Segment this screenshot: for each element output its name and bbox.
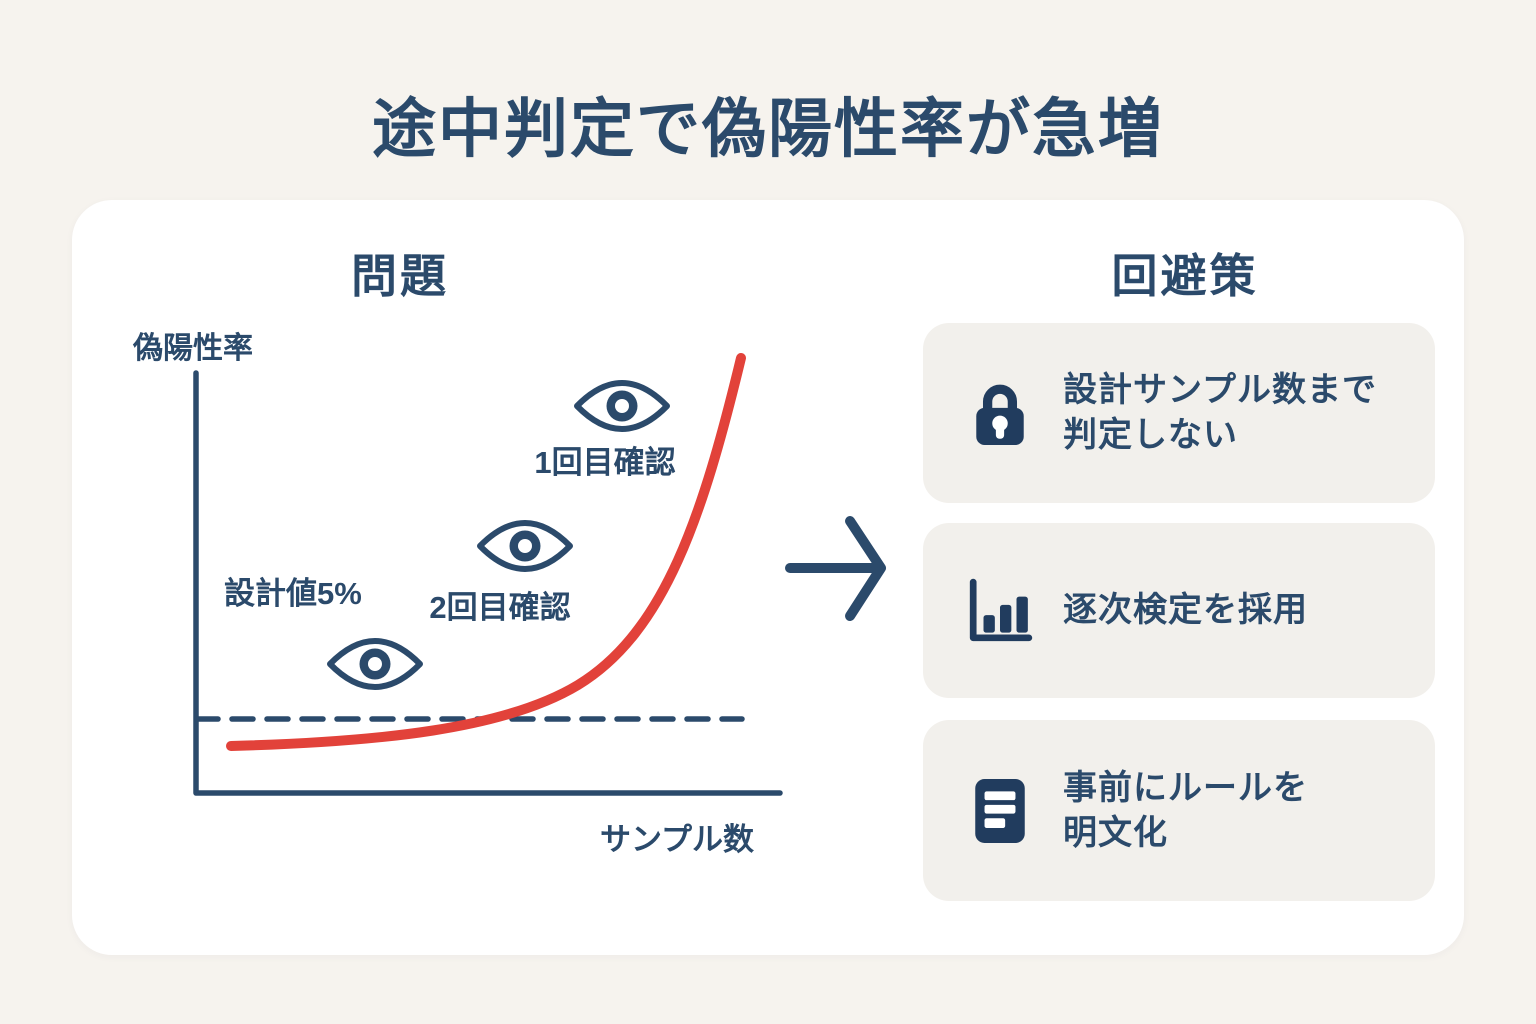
lock-icon — [976, 384, 1024, 445]
problem-heading: 問題 — [351, 250, 449, 302]
solution-line: 事前にルールを — [1063, 768, 1308, 807]
solution-card-sequential-testing: 逐次検定を採用 — [923, 523, 1435, 698]
checkpoint-1-label: 1回目確認 — [534, 445, 676, 480]
solution-line: 判定しない — [1063, 416, 1238, 454]
bar-chart-icon — [969, 578, 1033, 641]
page-title: 途中判定で偽陽性率が急増 — [372, 93, 1164, 165]
solution-card-text: 逐次検定を採用 — [1063, 588, 1308, 633]
solution-card-no-early-judgement: 設計サンプル数まで 判定しない — [923, 323, 1435, 503]
solution-line: 設計サンプル数まで — [1063, 371, 1377, 409]
document-icon — [975, 778, 1025, 843]
y-axis-label: 偽陽性率 — [133, 332, 253, 365]
solution-card-text: 事前にルールを 明文化 — [1063, 766, 1308, 856]
solution-line: 逐次検定を採用 — [1063, 591, 1308, 629]
threshold-label: 設計値5% — [224, 576, 362, 611]
solution-card-text: 設計サンプル数まで 判定しない — [1063, 368, 1377, 458]
solutions-heading: 回避策 — [1111, 250, 1259, 302]
x-axis-label: サンプル数 — [599, 822, 755, 857]
checkpoint-2-label: 2回目確認 — [429, 590, 571, 625]
solution-card-document-rules: 事前にルールを 明文化 — [923, 720, 1435, 901]
solution-line: 明文化 — [1063, 813, 1168, 852]
